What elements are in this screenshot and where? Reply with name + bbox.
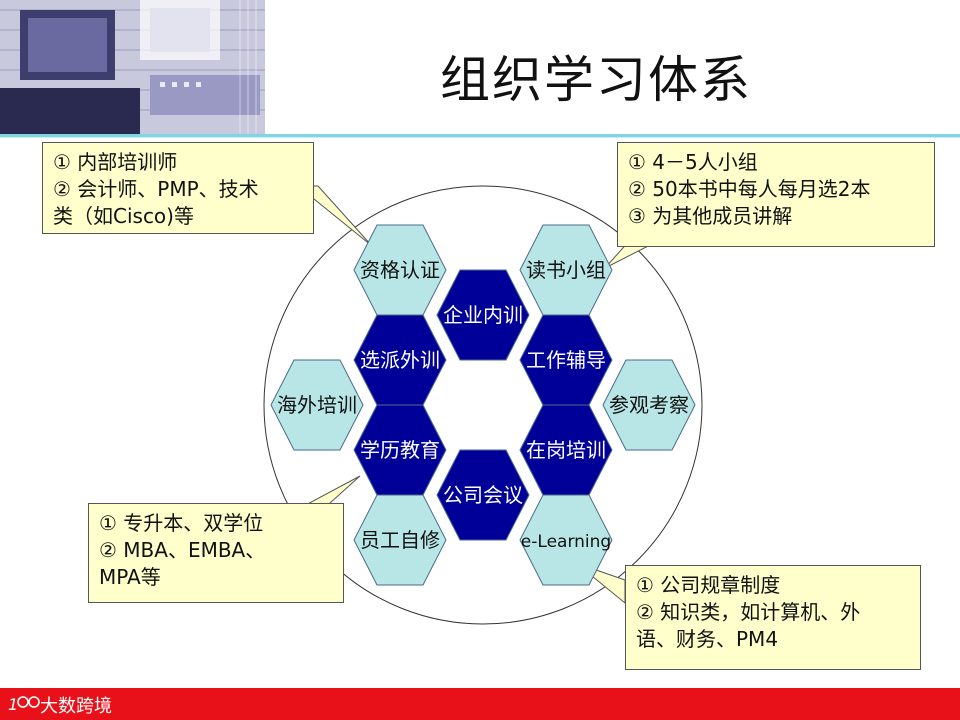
hex-overseas-training-label: 海外培训 (277, 393, 357, 417)
hex-qualification-label: 资格认证 (360, 258, 440, 282)
callout-line: ② MBA、EMBA、 (99, 538, 266, 562)
callout-line: ① 内部培训师 (53, 150, 178, 174)
hex-company-meeting (436, 449, 530, 541)
100-logo-icon: 1 (8, 695, 40, 714)
hex-self-study-label: 员工自修 (360, 528, 440, 552)
callout-line: ② 50本书中每人每月选2本 (628, 177, 871, 201)
callout-line: ① 专升本、双学位 (99, 511, 264, 535)
svg-text:1: 1 (8, 695, 18, 714)
callout-line: ① 公司规章制度 (636, 573, 781, 597)
hex-reading-group-label: 读书小组 (526, 258, 606, 282)
hex-e-learning-label: e-Learning (521, 532, 611, 552)
hex-company-meeting-label: 公司会议 (443, 483, 523, 507)
callout-elearning: ① 公司规章制度 ② 知识类，如计算机、外 语、财务、PM4 (625, 565, 921, 670)
hex-corporate-training (436, 269, 530, 361)
page-title: 组织学习体系 (440, 51, 752, 109)
callout-line: ② 知识类，如计算机、外 (636, 600, 861, 624)
callout-line: ③ 为其他成员讲解 (628, 204, 793, 228)
footer-bar: 1 大数跨境 (0, 688, 960, 720)
hex-overseas-training (270, 359, 364, 451)
corner-decoration-image (0, 0, 265, 134)
hex-site-visit-label: 参观考察 (609, 393, 689, 417)
hex-corporate-training-label: 企业内训 (443, 303, 523, 327)
callout-reading-group: ① 4－5人小组 ② 50本书中每人每月选2本 ③ 为其他成员讲解 (617, 142, 935, 247)
hex-external-training-label: 选派外训 (360, 348, 440, 372)
outer-circle (263, 185, 703, 625)
hex-work-coaching-label: 工作辅导 (526, 348, 606, 372)
callout-line: 语、财务、PM4 (636, 627, 779, 651)
callout-qualification: ① 内部培训师 ② 会计师、PMP、技术 类（如Cisco)等 (42, 142, 314, 234)
callout-line: ② 会计师、PMP、技术 (53, 177, 259, 201)
callout-line: MPA等 (99, 565, 161, 589)
header-divider-light (0, 137, 960, 138)
hex-on-the-job-training-label: 在岗培训 (526, 438, 606, 462)
callout-education: ① 专升本、双学位 ② MBA、EMBA、 MPA等 (88, 503, 344, 603)
hex-academic-education-label: 学历教育 (360, 438, 440, 462)
callout-line: ① 4－5人小组 (628, 150, 758, 174)
footer-brand: 大数跨境 (40, 696, 112, 717)
header-divider (0, 134, 960, 137)
hex-external-training (353, 314, 447, 406)
hex-site-visit (602, 359, 696, 451)
callout-line: 类（如Cisco)等 (53, 204, 194, 228)
hex-on-the-job-training (519, 404, 613, 496)
